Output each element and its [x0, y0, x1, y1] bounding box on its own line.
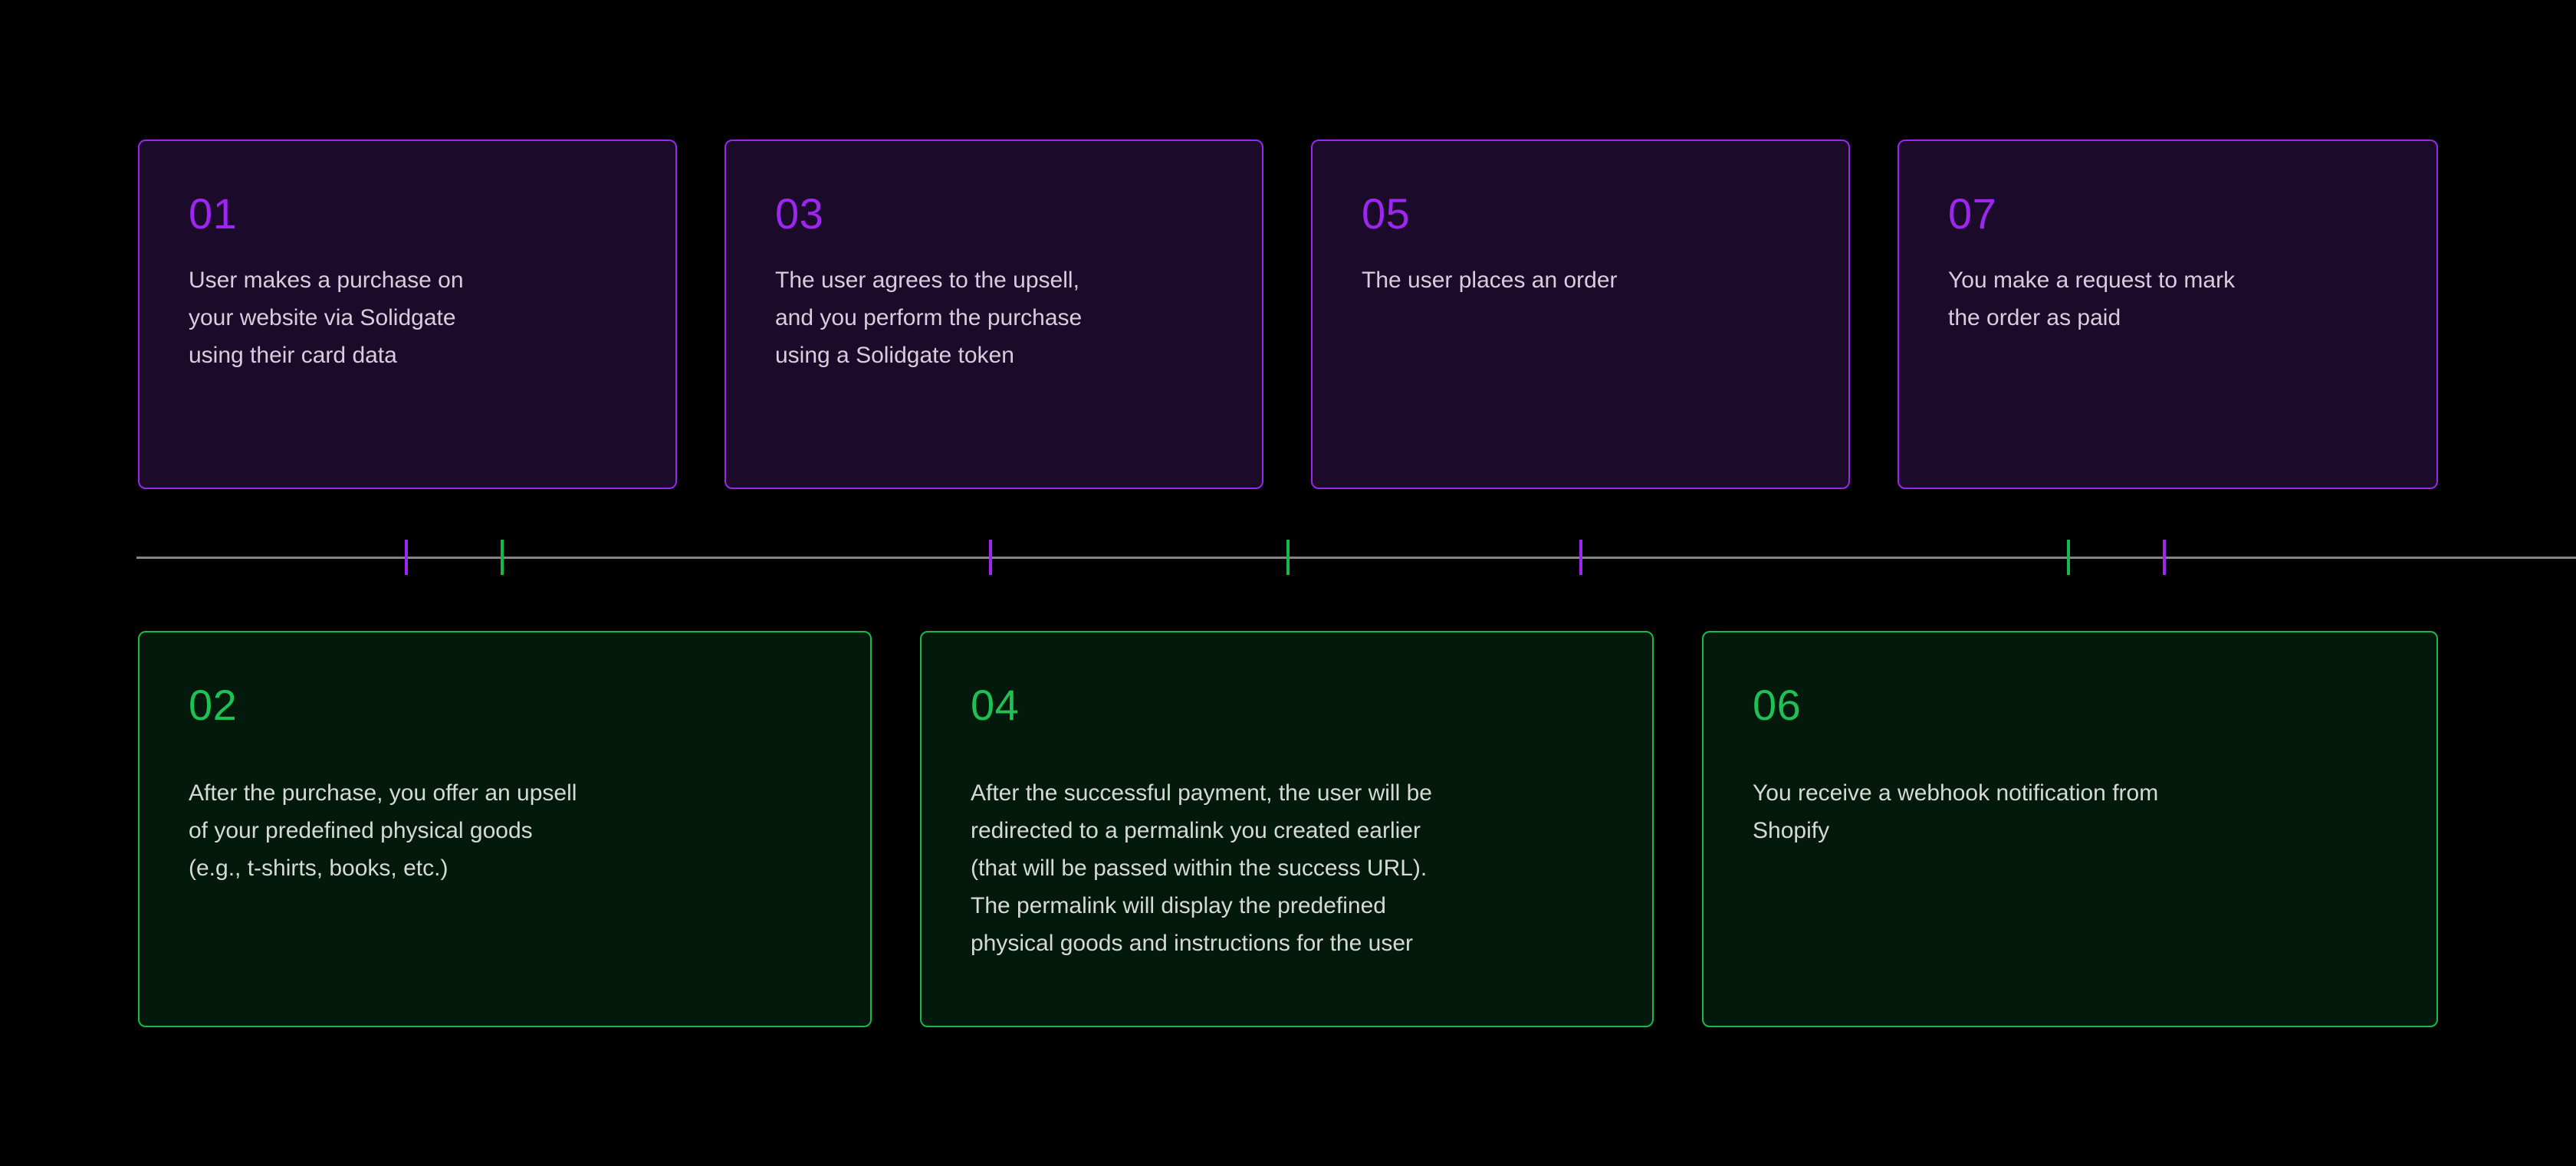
step-number-07: 07	[1948, 189, 1997, 238]
step-card-01[interactable]: 01 User makes a purchase on your website…	[138, 140, 677, 489]
step-card-06[interactable]: 06 You receive a webhook notification fr…	[1702, 631, 2438, 1027]
tick-step-06	[2067, 540, 2070, 575]
step-description-03: The user agrees to the upsell, and you p…	[775, 268, 1083, 368]
step-number-05: 05	[1362, 189, 1411, 238]
step-card-05[interactable]: 05 The user places an order	[1311, 140, 1850, 489]
step-description-06: You receive a webhook notification from …	[1753, 780, 2159, 843]
tick-step-04	[1286, 540, 1290, 575]
tick-step-03	[989, 540, 992, 575]
step-number-04: 04	[971, 681, 1020, 729]
step-number-01: 01	[189, 189, 238, 238]
step-description-01: User makes a purchase on your website vi…	[189, 268, 464, 368]
tick-step-05	[1579, 540, 1582, 575]
step-card-07[interactable]: 07 You make a request to mark the order …	[1898, 140, 2438, 489]
step-card-03[interactable]: 03 The user agrees to the upsell, and yo…	[724, 140, 1263, 489]
step-card-04[interactable]: 04 After the successful payment, the use…	[920, 631, 1654, 1027]
step-description-02: After the purchase, you offer an upsell …	[189, 780, 577, 881]
step-description-05: The user places an order	[1362, 268, 1618, 293]
timeline-axis	[136, 557, 2576, 559]
tick-step-07	[2163, 540, 2166, 575]
step-number-03: 03	[775, 189, 824, 238]
step-number-02: 02	[189, 681, 238, 729]
tick-step-02	[501, 540, 504, 575]
tick-step-01	[405, 540, 408, 575]
step-card-02[interactable]: 02 After the purchase, you offer an upse…	[138, 631, 872, 1027]
step-description-04: After the successful payment, the user w…	[971, 780, 1432, 956]
step-number-06: 06	[1753, 681, 1802, 729]
step-description-07: You make a request to mark the order as …	[1948, 268, 2236, 330]
